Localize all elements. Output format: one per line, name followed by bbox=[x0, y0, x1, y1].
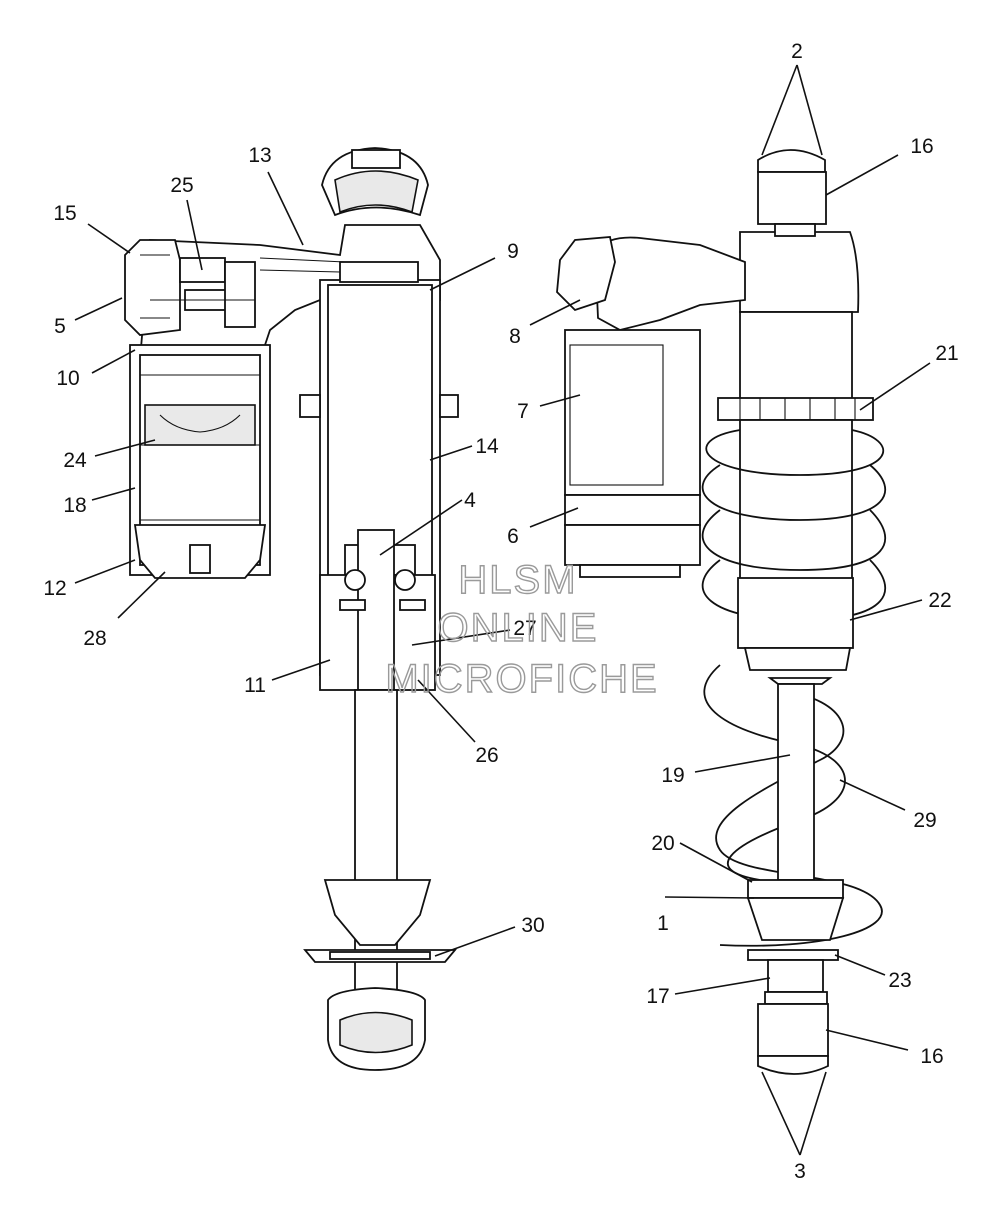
watermark: HLSM ONLINE MICROFICHE bbox=[385, 557, 658, 701]
callout-11: 11 bbox=[244, 674, 266, 697]
adjuster-knob bbox=[124, 239, 181, 336]
callout-23: 23 bbox=[888, 969, 911, 992]
callout-7: 7 bbox=[517, 400, 529, 423]
callout-26: 26 bbox=[475, 744, 498, 767]
lower-eyelet-adapter bbox=[767, 959, 824, 993]
preload-collar bbox=[717, 397, 874, 421]
callout-30: 30 bbox=[521, 914, 544, 937]
upper-bushing bbox=[757, 149, 826, 173]
upper-spacer bbox=[757, 171, 827, 225]
callout-25: 25 bbox=[170, 174, 193, 197]
reservoir-body bbox=[129, 344, 271, 579]
lower-spring-seat bbox=[746, 879, 845, 961]
compression-knob bbox=[556, 236, 616, 312]
valve-internals bbox=[150, 257, 256, 328]
lower-spacer bbox=[757, 1003, 829, 1057]
callout-4: 4 bbox=[464, 489, 476, 512]
bottom-eyelet bbox=[327, 987, 426, 1071]
main-body bbox=[739, 311, 853, 403]
callout-17: 17 bbox=[646, 985, 669, 1008]
callout-16-lower: 16 bbox=[920, 1045, 943, 1068]
callout-14: 14 bbox=[475, 435, 499, 458]
callout-5: 5 bbox=[54, 315, 66, 338]
callout-21: 21 bbox=[935, 342, 958, 365]
callout-1: 1 bbox=[657, 912, 669, 935]
callout-15: 15 bbox=[53, 202, 76, 225]
callout-27: 27 bbox=[513, 617, 536, 640]
piston-assembly bbox=[319, 529, 436, 691]
callout-12: 12 bbox=[43, 577, 66, 600]
callout-2: 2 bbox=[791, 40, 803, 63]
callout-3: 3 bbox=[794, 1160, 806, 1183]
top-eyelet bbox=[321, 147, 429, 217]
watermark-line-1: HLSM bbox=[458, 558, 577, 602]
leader-lines bbox=[74, 64, 931, 1156]
callout-28: 28 bbox=[83, 627, 106, 650]
callout-18: 18 bbox=[63, 494, 86, 517]
sectioned-shock bbox=[124, 147, 459, 1071]
watermark-line-2: ONLINE bbox=[438, 606, 599, 650]
right-shaft bbox=[777, 683, 815, 881]
coil-spring bbox=[701, 429, 887, 947]
callout-8: 8 bbox=[509, 325, 521, 348]
bumper-sleeve bbox=[737, 577, 854, 649]
callout-13: 13 bbox=[248, 144, 271, 167]
piggyback-reservoir bbox=[556, 236, 746, 578]
assembled-shock bbox=[556, 149, 887, 1075]
callout-29: 29 bbox=[913, 809, 936, 832]
callout-16-upper: 16 bbox=[910, 135, 933, 158]
callout-9: 9 bbox=[507, 240, 519, 263]
callout-20: 20 bbox=[651, 832, 674, 855]
callout-6: 6 bbox=[507, 525, 519, 548]
lower-bushing bbox=[757, 1055, 829, 1075]
callout-22: 22 bbox=[928, 589, 951, 612]
bottom-out-bumper bbox=[323, 879, 432, 946]
callout-19: 19 bbox=[661, 764, 684, 787]
watermark-line-3: MICROFICHE bbox=[385, 657, 658, 701]
callout-10: 10 bbox=[56, 367, 79, 390]
callout-labels: 1 2 3 4 5 6 7 8 9 10 11 12 13 14 15 16 1… bbox=[43, 40, 958, 1183]
callout-24: 24 bbox=[63, 449, 87, 472]
